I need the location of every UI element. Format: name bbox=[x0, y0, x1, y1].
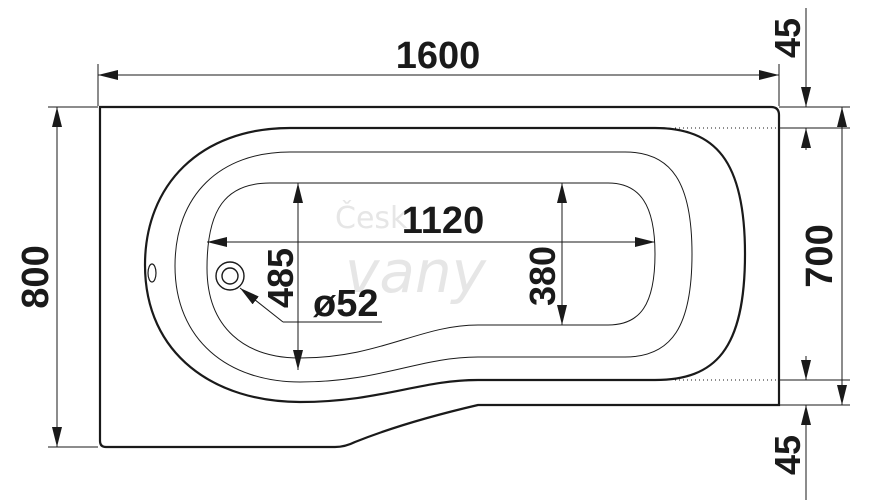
tub-basin-contour-1 bbox=[174, 151, 693, 383]
watermark-text: Česk bbox=[335, 199, 408, 236]
dim-label-1600: 1600 bbox=[396, 35, 481, 77]
tub-outer-outline bbox=[98, 105, 781, 449]
drain-inner-icon bbox=[221, 267, 239, 285]
dim-label-485: 485 bbox=[260, 248, 301, 308]
dim-label-1120: 1120 bbox=[402, 200, 484, 242]
tub-rim-outline bbox=[143, 126, 747, 404]
dim-label-drain: ø52 bbox=[313, 283, 378, 325]
dim-label-700: 700 bbox=[799, 224, 841, 287]
drain-outer-icon bbox=[215, 261, 245, 291]
drain-leader-arrow bbox=[239, 287, 284, 323]
overflow-icon bbox=[147, 263, 157, 283]
dim-label-800: 800 bbox=[15, 245, 57, 308]
dim-label-45-bottom: 45 bbox=[767, 435, 808, 475]
dim-label-380: 380 bbox=[522, 246, 563, 306]
watermark-text-2: vany bbox=[345, 238, 487, 306]
dim-label-45-top: 45 bbox=[767, 18, 808, 58]
